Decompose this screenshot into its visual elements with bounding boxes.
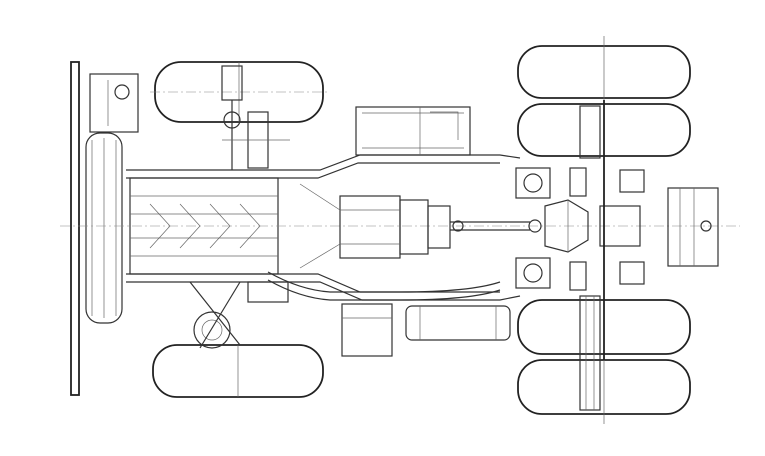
- rear-right-outer-tire: [517, 359, 691, 424]
- rear-crossmember: [619, 169, 719, 285]
- transmission: [299, 183, 451, 269]
- rear-left-outer-tire: [517, 36, 691, 100]
- steering-linkage-top: [221, 65, 290, 170]
- rear-axle: [515, 100, 605, 360]
- steering-linkage-bottom: [189, 281, 289, 349]
- front-left-tire: [150, 61, 330, 123]
- rear-spring-bottom: [579, 295, 601, 411]
- front-bracket: [89, 73, 139, 133]
- front-bumper: [70, 61, 80, 396]
- exhaust-pipe: [267, 271, 501, 301]
- rear-spring-top: [579, 105, 601, 159]
- radiator: [85, 132, 123, 324]
- cab-block-upper: [355, 106, 471, 156]
- propeller-shaft: [450, 219, 542, 233]
- front-right-tire: [152, 344, 324, 398]
- engine-block: [60, 177, 740, 275]
- battery-box: [341, 303, 393, 357]
- frame-rails: [126, 154, 521, 301]
- rear-differential: [544, 199, 641, 253]
- lower-tank: [405, 305, 511, 341]
